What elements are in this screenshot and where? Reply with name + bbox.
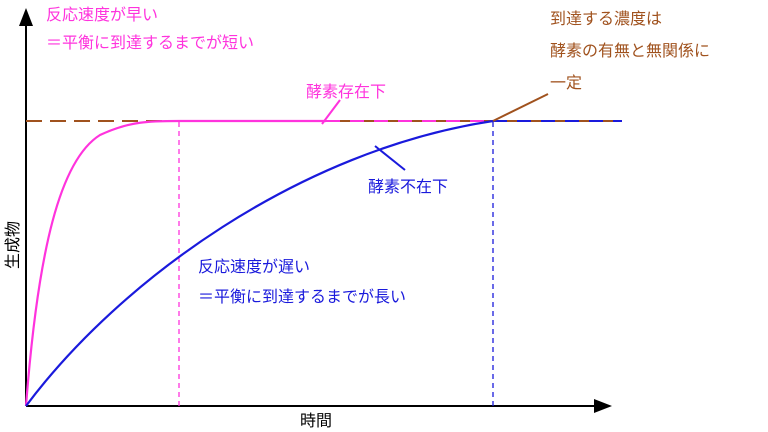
slow-rate-explanation: ＝平衡に到達するまでが長い [198,287,406,306]
y-axis-label: 生成物 [3,221,22,269]
equilibrium-concentration-label-2: 酵素の有無と無関係に [550,41,710,60]
without-enzyme-leader [374,145,406,171]
x-axis-label: 時間 [300,411,332,430]
equilibrium-leader [492,93,549,122]
with-enzyme-label: 酵素存在下 [306,82,386,101]
slow-rate-label: 反応速度が遅い [198,257,310,276]
without-enzyme-curve [25,119,494,407]
without-enzyme-label: 酵素不在下 [368,177,448,196]
y-axis-arrow [19,8,33,26]
fast-rate-explanation: ＝平衡に到達するまでが短い [46,33,254,52]
equilibrium-concentration-label-3: 一定 [550,73,582,92]
x-axis-arrow [594,399,612,413]
equilibrium-concentration-label-1: 到達する濃度は [550,9,662,28]
with-enzyme-curve [24,119,326,407]
fast-rate-label: 反応速度が早い [46,5,158,24]
with-enzyme-leader [321,99,341,125]
